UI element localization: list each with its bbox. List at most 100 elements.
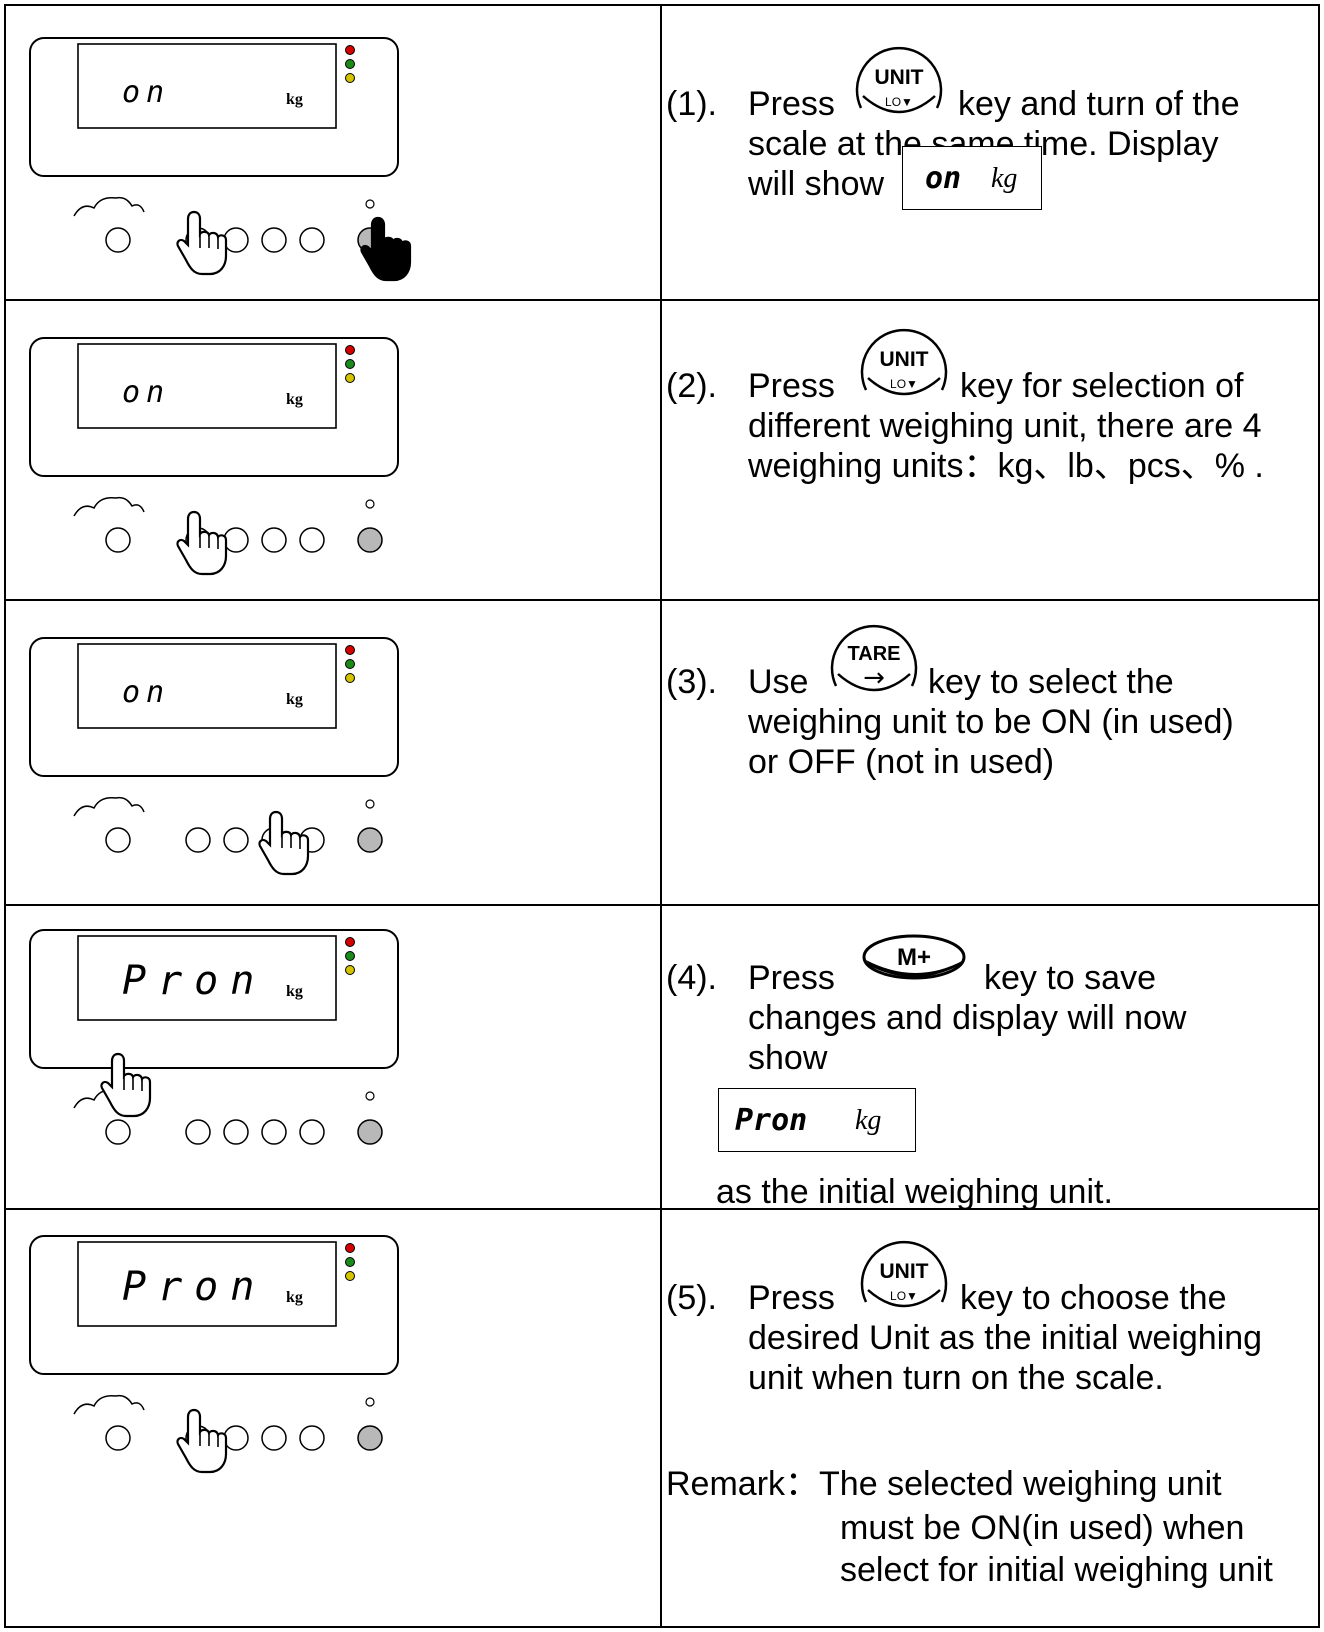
- status-led-icon: [345, 645, 355, 655]
- pointing-hand-icon: [100, 1052, 152, 1118]
- scale-key-button: [261, 1119, 287, 1145]
- scale-key-button: [223, 827, 249, 853]
- status-led-icon: [345, 1271, 355, 1281]
- key-label: M+: [897, 944, 931, 971]
- power-button: [357, 1425, 383, 1451]
- scale-panel-2: on kg: [18, 324, 418, 594]
- power-indicator-icon: [365, 799, 375, 809]
- display-reading: Pron: [122, 958, 266, 1004]
- display-reading: on: [122, 375, 170, 410]
- key-bottom-label: LO▼: [890, 1289, 918, 1303]
- status-led-icon: [345, 937, 355, 947]
- key-arc: [73, 1394, 145, 1415]
- hand-outline: [176, 1408, 228, 1474]
- inline-display-unit: kg: [855, 1105, 882, 1136]
- status-led-icon: [345, 1243, 355, 1253]
- remark: Remark：The selected weighing unit: [666, 1464, 1222, 1504]
- inline-display-on: on kg: [902, 146, 1042, 210]
- display-window: [77, 1241, 337, 1327]
- display-reading: on: [122, 75, 170, 110]
- key-top-label: UNIT: [875, 66, 924, 89]
- text-line: key for selection of: [960, 367, 1244, 405]
- text-line: weighing units：kg、lb、pcs、% .: [748, 447, 1264, 485]
- pointing-hand-icon: [360, 216, 412, 282]
- text-line: Press: [748, 367, 835, 405]
- scale-key-button: [223, 1119, 249, 1145]
- scale-key-button: [261, 1425, 287, 1451]
- scale-key-button: [261, 227, 287, 253]
- scale-key-button: [299, 227, 325, 253]
- tare-key-icon: TARE →: [830, 624, 918, 693]
- key-top-label: UNIT: [880, 1260, 929, 1283]
- key-bottom-label: →: [863, 663, 885, 693]
- scale-key-button: [105, 827, 131, 853]
- inline-display-text: on: [925, 161, 962, 196]
- hand-outline: [258, 810, 310, 876]
- power-button: [357, 1119, 383, 1145]
- text-line: key to select the: [928, 663, 1174, 701]
- scale-front-illustration: on kg: [29, 337, 399, 576]
- step-number: (4).: [666, 959, 717, 997]
- text-line: different weighing unit, there are 4: [748, 407, 1262, 445]
- status-led-icon: [345, 59, 355, 69]
- hand-outline: [176, 210, 228, 276]
- instruction-table: [4, 4, 1320, 1628]
- key-bottom-label: LO▼: [885, 95, 913, 109]
- display-unit: kg: [286, 91, 303, 108]
- display-window: [77, 343, 337, 429]
- text-line: weighing unit to be ON (in used): [748, 703, 1234, 741]
- display-window: [77, 643, 337, 729]
- text-line: Use: [748, 663, 809, 701]
- pointing-hand-icon: [258, 810, 310, 876]
- key-arc: [73, 496, 145, 517]
- status-led-icon: [345, 373, 355, 383]
- text-line: will show: [748, 165, 885, 203]
- remark-line: select for initial weighing unit: [840, 1551, 1273, 1589]
- text-line: Press: [748, 1279, 835, 1317]
- step-number: (2).: [666, 367, 717, 405]
- text-line: as the initial weighing unit.: [716, 1173, 1113, 1211]
- power-indicator-icon: [365, 499, 375, 509]
- status-led-icon: [345, 45, 355, 55]
- unit-key-icon: UNIT LO▼: [855, 46, 943, 114]
- status-led-icon: [345, 73, 355, 83]
- status-led-icon: [345, 1257, 355, 1267]
- inline-display-unit: kg: [991, 163, 1018, 194]
- text-line: desired Unit as the initial weighing: [748, 1319, 1263, 1357]
- power-indicator-icon: [365, 199, 375, 209]
- scale-key-button: [223, 527, 249, 553]
- step-number: (1).: [666, 85, 717, 123]
- scale-front-illustration: on kg: [29, 37, 412, 282]
- pointing-hand-icon: [176, 1408, 228, 1474]
- scale-key-button: [185, 1119, 211, 1145]
- text-line: changes and display will now: [748, 999, 1187, 1037]
- text-line: key to choose the: [960, 1279, 1227, 1317]
- scale-key-button: [223, 227, 249, 253]
- status-led-icon: [345, 659, 355, 669]
- status-led-icon: [345, 673, 355, 683]
- column-divider: [660, 4, 662, 1628]
- inline-display-pron: Pron kg: [718, 1088, 916, 1152]
- text-line: or OFF (not in used): [748, 743, 1055, 781]
- pointing-hand-icon: [176, 510, 228, 576]
- scale-key-button: [261, 527, 287, 553]
- m-plus-key-icon: M+: [862, 934, 966, 980]
- display-window: [77, 935, 337, 1021]
- text-line: show: [748, 1039, 828, 1077]
- power-indicator-icon: [365, 1397, 375, 1407]
- display-unit: kg: [286, 391, 303, 408]
- text-line: key to save: [984, 959, 1156, 997]
- unit-key-icon: UNIT LO▼: [860, 328, 948, 396]
- scale-key-button: [105, 1425, 131, 1451]
- display-reading: Pron: [122, 1264, 266, 1310]
- scale-key-button: [299, 1119, 325, 1145]
- scale-key-button: [299, 1425, 325, 1451]
- text-line: Press: [748, 959, 835, 997]
- status-led-icon: [345, 359, 355, 369]
